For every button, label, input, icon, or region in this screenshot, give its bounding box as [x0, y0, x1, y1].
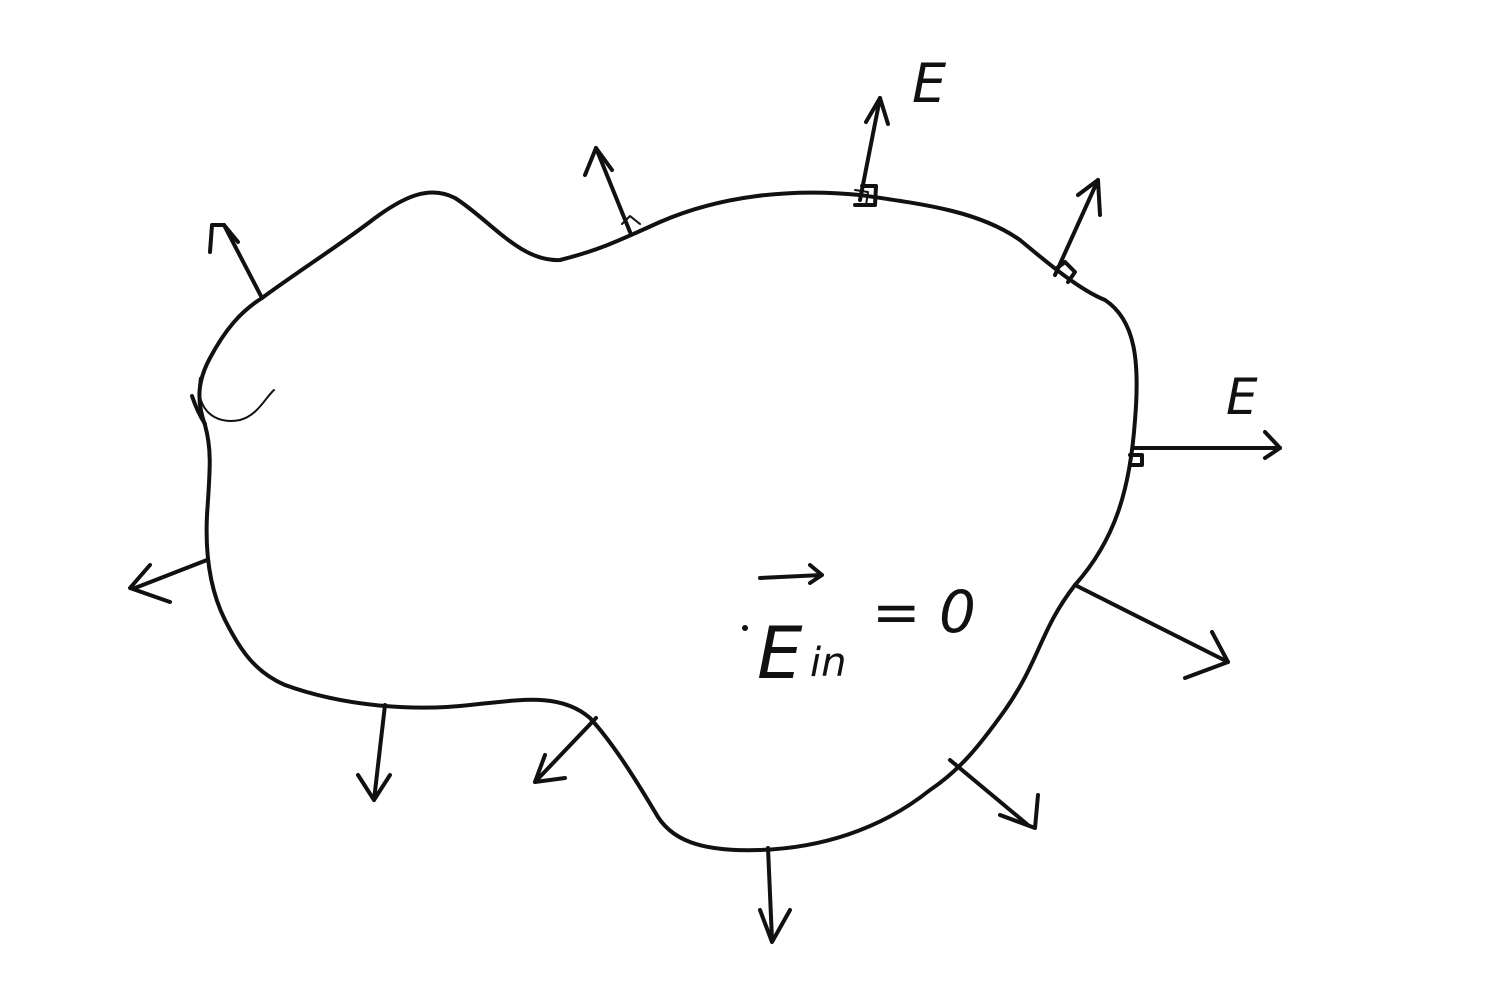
- field-arrow-bottom-right: [948, 758, 1040, 830]
- equation-subscript: in: [810, 640, 846, 686]
- field-arrow-top-center: [853, 96, 890, 207]
- field-arrow-bottom-left: [356, 703, 392, 802]
- equation-dot: [742, 625, 748, 631]
- vector-arrow-bar: [758, 563, 824, 585]
- outline-extra-stroke: [190, 394, 207, 426]
- field-arrow-upper-right: [1053, 178, 1102, 284]
- equation-rhs: = 0: [872, 578, 976, 646]
- equation-symbol: E: [757, 611, 803, 695]
- field-arrow-lower-right: [1073, 583, 1230, 680]
- field-arrow-upper-left: [208, 223, 264, 300]
- field-arrow-bottom-center: [758, 846, 792, 944]
- conductor-outline: [197, 190, 1139, 853]
- field-label-right: E: [1226, 368, 1258, 426]
- outline-bump-stroke: [198, 377, 275, 422]
- field-arrow-left: [128, 558, 209, 604]
- interior-equation: E in = 0: [742, 563, 976, 695]
- field-arrow-right: [1128, 430, 1282, 467]
- field-arrow-bottom-left-center: [533, 716, 598, 784]
- field-arrow-top-left-center: [583, 146, 641, 234]
- field-label-top: E: [912, 52, 947, 115]
